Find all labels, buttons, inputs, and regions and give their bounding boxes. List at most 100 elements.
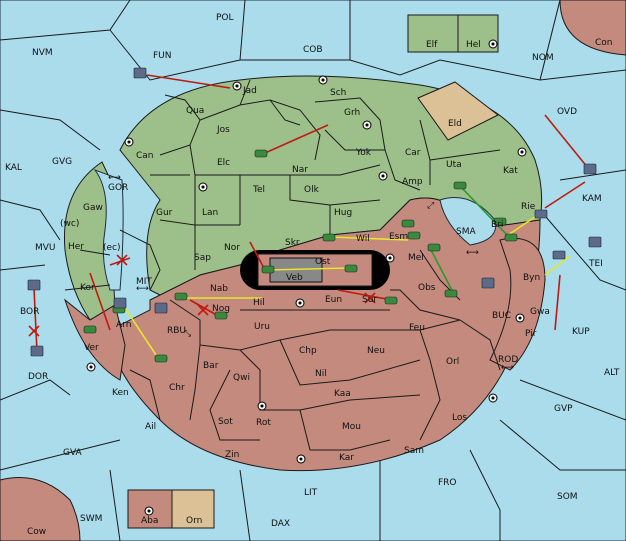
army-icon [214, 311, 228, 320]
sea-label: LIT [304, 488, 318, 498]
army-icon [254, 149, 268, 158]
supply-center-icon [378, 171, 388, 181]
province-label: Wil [356, 234, 370, 244]
province-label: Mel [408, 253, 424, 263]
province-label: Car [405, 148, 421, 158]
region-red-east[interactable] [489, 237, 546, 371]
province-label: Chr [169, 383, 185, 393]
army-icon [154, 354, 168, 363]
canal-arrow-icon: ⤢ [426, 201, 434, 211]
army-icon [504, 233, 518, 242]
move-arrow-icon [146, 74, 231, 89]
army-icon [453, 181, 467, 190]
sea-label: Con [595, 38, 613, 48]
fleet-icon [113, 297, 127, 309]
province-borders [64, 79, 501, 451]
move-arrow-icon [33, 287, 38, 353]
land-labels: Elf Hel Jad Sch Qua Grh Jos Eld Can Yok … [68, 40, 550, 526]
canal-arrow-icon: ⟷ [136, 284, 149, 294]
army-icon [401, 219, 415, 228]
supply-center-icon [257, 401, 267, 411]
sea-label: GVA [63, 448, 83, 458]
province-label: Obs [418, 283, 436, 293]
canal-arrow-icon: ⟷ [466, 248, 479, 258]
sea-label: KAL [5, 163, 22, 173]
fleet-icon [154, 302, 168, 314]
province-label: Veb [286, 273, 303, 283]
supply-centers [86, 39, 527, 516]
sea-label: KUP [572, 327, 590, 337]
sea-label: SMA [456, 227, 476, 237]
canal-arrow-icon: ⟷ [108, 173, 121, 183]
province-label: Hug [334, 208, 352, 218]
move-arrow-icon [544, 114, 589, 169]
supply-center-icon [232, 81, 242, 91]
sea-label: DOR [28, 372, 48, 382]
supply-center-icon [144, 506, 154, 516]
convoy-line-icon [459, 185, 511, 239]
sea-label: RBU [167, 326, 186, 336]
supply-center-icon [515, 313, 525, 323]
canal-arrows: ⟷ ⟷ ⟷ ⟷ ⤡ ⤢ [108, 173, 514, 373]
dislodged-cross-icon [28, 325, 40, 337]
dislodged-cross-icon [364, 292, 376, 304]
province-label: Mou [342, 422, 361, 432]
support-line-icon [267, 267, 349, 271]
province-label: Nar [292, 165, 308, 175]
supply-center-icon [86, 362, 96, 372]
province-label: Jad [242, 86, 257, 96]
province-label: Eun [325, 295, 342, 305]
move-arrow-icon [554, 274, 561, 331]
province-label: Gaw [83, 203, 103, 213]
province-label: Can [136, 151, 154, 161]
province-label: Chp [299, 346, 317, 356]
province-label: Gur [156, 208, 173, 218]
province-label: Esm [389, 232, 408, 242]
province-label: Her [68, 242, 84, 252]
sea-gor[interactable] [93, 168, 124, 291]
dislodged-cross-icon [116, 254, 128, 266]
move-arrow-icon [544, 181, 586, 209]
province-elf-hel[interactable] [407, 14, 499, 53]
province-label: Hil [253, 298, 265, 308]
army-icon [261, 265, 275, 274]
fleet-icon [30, 345, 44, 357]
province-label: Amp [402, 177, 423, 187]
sea-label: ALT [604, 368, 620, 378]
sea-label: OVD [557, 107, 577, 117]
canal-arrow-icon: ⟷ [501, 363, 514, 373]
sea-label: ROD [498, 355, 518, 365]
sea-label: SWM [80, 514, 102, 524]
fleet-icon [133, 67, 147, 79]
sea-labels: POL NVM FUN COB NOM OVD Con KAL GVG GOR … [5, 13, 620, 537]
move-arrow-icon [249, 241, 266, 271]
province-label: Gwa [530, 307, 550, 317]
province-orn[interactable] [171, 489, 215, 529]
province-label: Yok [355, 148, 372, 158]
support-line-icon [544, 255, 571, 276]
province-label: Elf [426, 40, 438, 50]
canal-arrow-icon: ⤡ [184, 329, 191, 339]
province-label: Nor [224, 243, 240, 253]
army-icon [384, 296, 398, 305]
sea-label: COB [303, 45, 323, 55]
army-icon [344, 264, 358, 273]
province-label: Qwi [233, 373, 250, 383]
fleet-icon [588, 236, 602, 248]
province-label: Pir [525, 329, 537, 339]
supply-center-icon [362, 120, 372, 130]
supply-center-icon [488, 39, 498, 49]
sea-label: MVU [35, 243, 56, 253]
supply-center-icon [517, 147, 527, 157]
region-red-west[interactable] [63, 298, 126, 381]
sea-label: TEI [588, 259, 603, 269]
sea-label: MIT [136, 277, 152, 287]
province-eld[interactable] [417, 81, 499, 141]
fleet-icon [27, 279, 41, 291]
province-cow[interactable] [0, 477, 81, 541]
province-label: Qua [186, 106, 204, 116]
province-label: Grh [344, 108, 360, 118]
sea-label: (ec) [103, 243, 121, 253]
province-label: Lan [202, 208, 218, 218]
